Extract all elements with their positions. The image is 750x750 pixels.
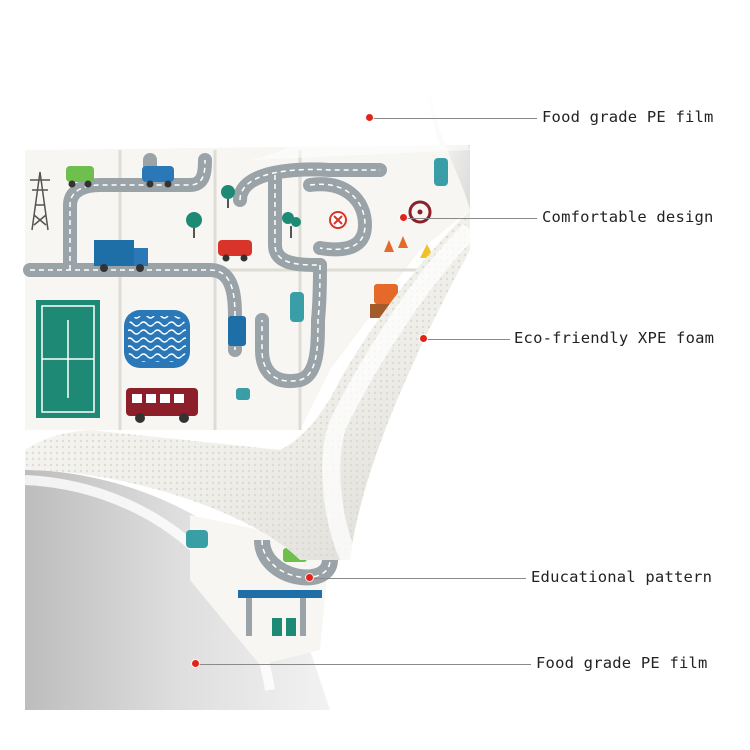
no-entry-sign-icon — [329, 211, 347, 229]
top-film-curl — [250, 60, 470, 160]
tree-icon — [186, 212, 202, 238]
green-car-icon — [66, 166, 94, 188]
callout-line-educational — [312, 578, 526, 579]
teal-car-icon — [290, 292, 304, 322]
callout-dot-xpe-foam — [420, 335, 427, 342]
red-bus-icon — [126, 388, 198, 423]
teal-car-icon-2 — [434, 158, 448, 186]
tennis-court — [36, 300, 100, 418]
tree-icon-3 — [282, 212, 301, 238]
callout-line-food-film-bottom — [198, 664, 531, 665]
callout-line-xpe-foam — [426, 339, 510, 340]
lower-car — [186, 530, 208, 548]
callout-line-comfortable — [406, 218, 537, 219]
lower-road — [254, 538, 338, 586]
label-eco-friendly-xpe-foam: Eco-friendly XPE foam — [514, 329, 715, 347]
label-educational-pattern: Educational pattern — [531, 568, 713, 586]
foam-edge-highlight — [322, 223, 477, 565]
swimming-pool — [124, 310, 190, 368]
traffic-cone-icon-2 — [398, 236, 408, 248]
callout-dot-comfortable — [400, 214, 407, 221]
label-food-grade-pe-film-top: Food grade PE film — [542, 108, 714, 126]
steering-wheel-icon — [408, 200, 432, 224]
top-film-layer — [428, 50, 470, 210]
blue-car-icon — [142, 166, 174, 188]
red-car-icon — [218, 240, 252, 262]
roadblock-icon — [370, 310, 390, 318]
blue-van-icon — [228, 316, 246, 346]
label-food-grade-pe-film-bottom: Food grade PE film — [536, 654, 708, 672]
callout-dot-educational — [306, 574, 313, 581]
gas-station — [238, 590, 322, 636]
small-car-icon — [236, 388, 250, 400]
callout-dot-food-film-top — [366, 114, 373, 121]
traffic-cone-icon — [384, 240, 394, 252]
blue-truck-icon — [94, 240, 148, 272]
label-comfortable-design: Comfortable design — [542, 208, 714, 226]
power-tower-icon — [30, 171, 50, 231]
callout-line-food-film-top — [372, 118, 537, 119]
callout-dot-food-film-bottom — [192, 660, 199, 667]
tree-icon-2 — [221, 185, 235, 208]
